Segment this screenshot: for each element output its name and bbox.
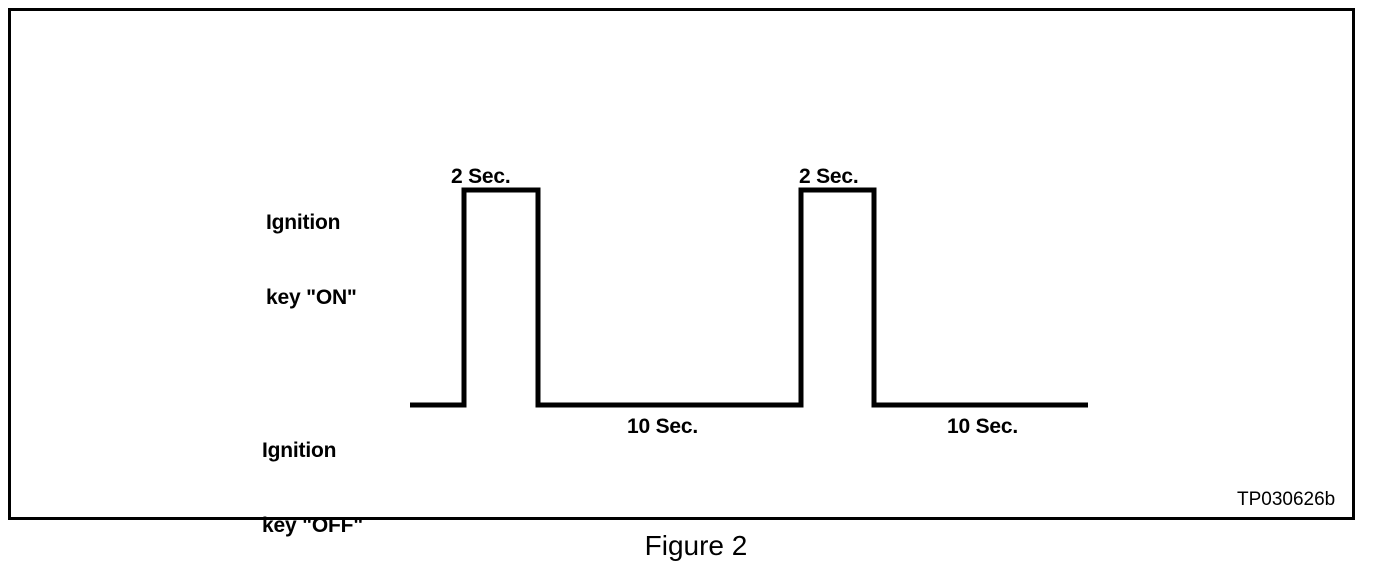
figure-border xyxy=(8,8,1355,520)
drawing-code: TP030626b xyxy=(1237,489,1336,510)
axis-label-ignition-key-off: Ignition key "OFF" xyxy=(262,388,363,588)
axis-label-off-line1: Ignition xyxy=(262,439,337,462)
axis-label-off-line2: key "OFF" xyxy=(262,514,363,537)
axis-label-on-line2: key "ON" xyxy=(266,286,357,309)
annotation-on-duration-1: 2 Sec. xyxy=(451,165,511,188)
axis-label-on-line1: Ignition xyxy=(266,211,341,234)
annotation-on-duration-2: 2 Sec. xyxy=(799,165,859,188)
figure-caption: Figure 2 xyxy=(644,530,748,561)
axis-label-ignition-key-on: Ignition key "ON" xyxy=(266,160,357,360)
annotation-off-duration-2: 10 Sec. xyxy=(947,415,1018,438)
annotation-off-duration-1: 10 Sec. xyxy=(627,415,698,438)
